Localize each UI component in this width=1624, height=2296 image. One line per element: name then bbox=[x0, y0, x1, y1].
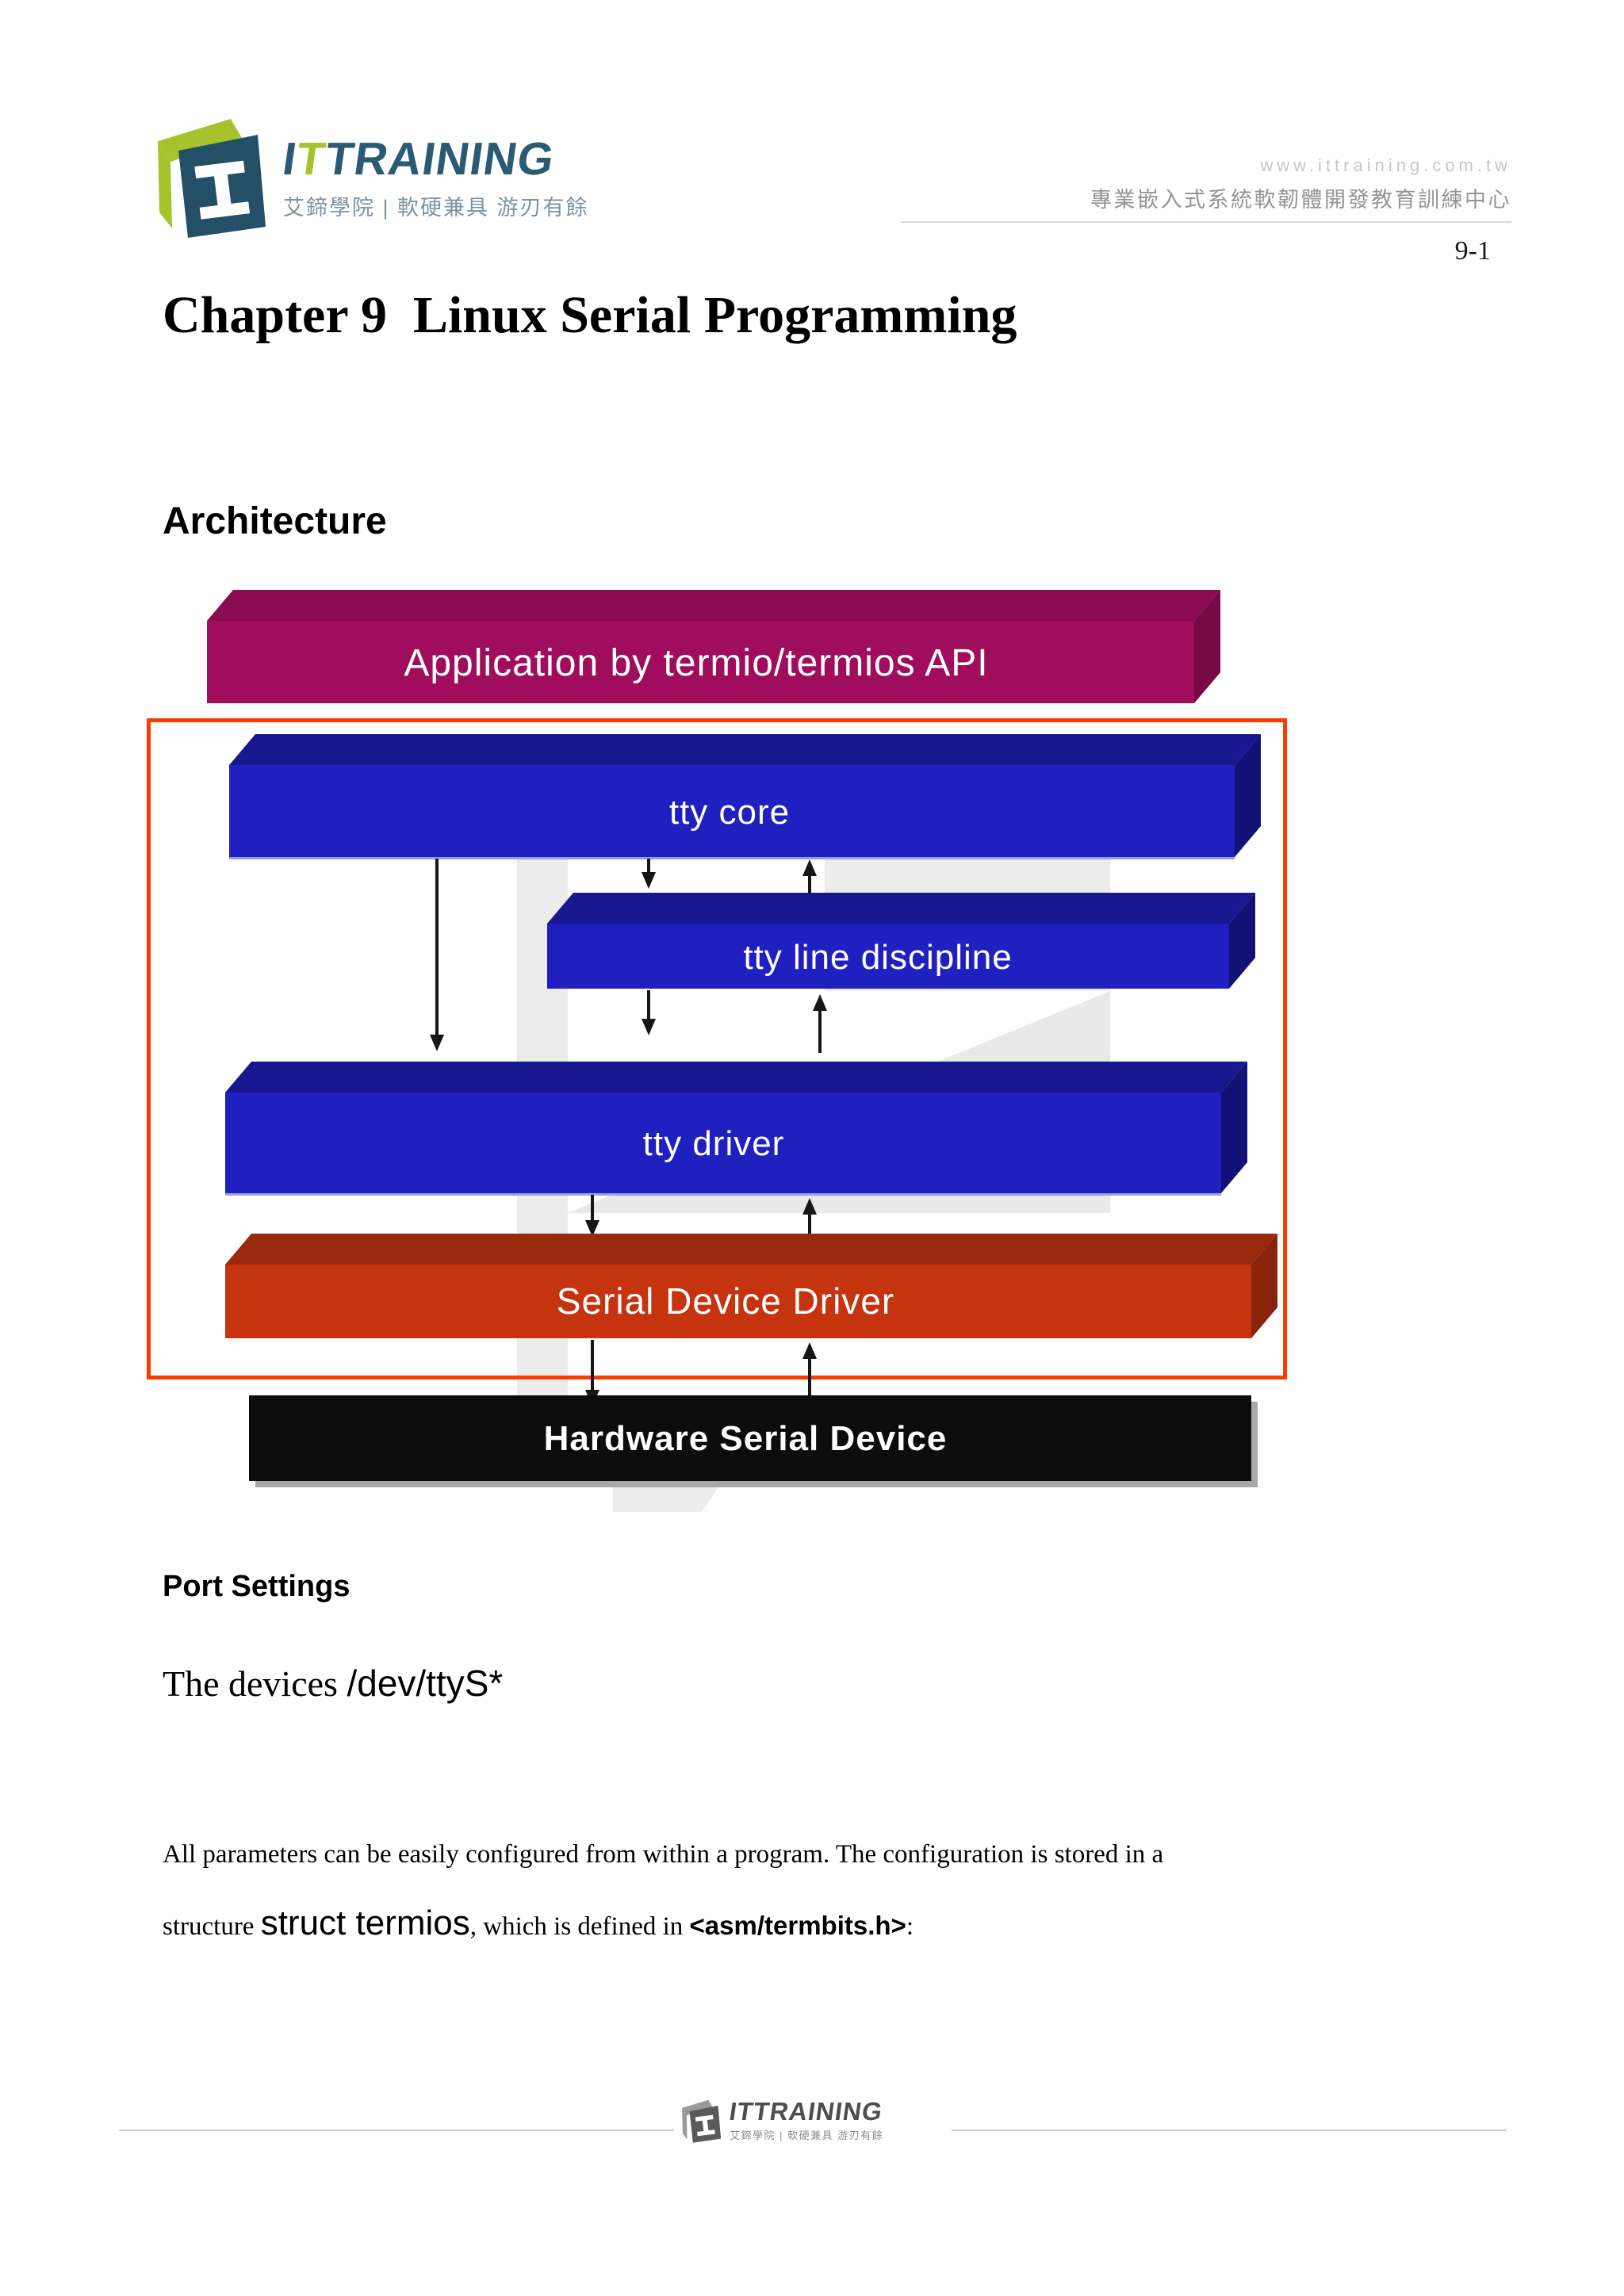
brand-text: ITTRAINING 艾鍗學院 | 軟硬兼具 游刃有餘 bbox=[280, 133, 592, 221]
struct-termios-code: struct termios bbox=[260, 1904, 470, 1942]
footer-divider-left bbox=[119, 2130, 674, 2131]
chapter-title: Chapter 9 Linux Serial Programming bbox=[163, 286, 1017, 344]
page-number: 9-1 bbox=[1454, 236, 1491, 266]
architecture-heading: Architecture bbox=[163, 500, 387, 542]
box-tty-line-discipline: tty line discipline bbox=[547, 893, 1255, 989]
website-url: www.ittraining.com.tw bbox=[1260, 155, 1511, 175]
footer-brand: ITTRAINING bbox=[727, 2097, 885, 2126]
brand-letters-rest: TRAINING bbox=[322, 133, 558, 185]
devices-line: The devices /dev/ttyS* bbox=[163, 1662, 503, 1705]
architecture-diagram: Application by termio/termios API tty co… bbox=[147, 590, 1287, 1512]
box-application-api: Application by termio/termios API bbox=[207, 590, 1220, 703]
paragraph-line2-mid: , which is defined in bbox=[469, 1912, 690, 1941]
footer-logo: ITTRAINING 艾鍗學院 | 軟硬兼具 游刃有餘 bbox=[680, 2097, 885, 2145]
footer-divider-right bbox=[952, 2130, 1507, 2131]
arrows-linedisc-driver bbox=[430, 859, 827, 1053]
box-serial-device-driver: Serial Device Driver bbox=[225, 1234, 1277, 1338]
brand-logo: ITTRAINING 艾鍗學院 | 軟硬兼具 游刃有餘 bbox=[153, 116, 589, 238]
kernel-boundary-border bbox=[147, 718, 1287, 1380]
paragraph-line2-prefix: structure bbox=[163, 1912, 261, 1941]
termbits-header-code: <asm/termbits.h> bbox=[689, 1911, 906, 1940]
paragraph-line2: structure struct termios, which is defin… bbox=[163, 1904, 1511, 1943]
box-hardware-serial-device: Hardware Serial Device bbox=[249, 1395, 1258, 1487]
footer-text: ITTRAINING 艾鍗學院 | 軟硬兼具 游刃有餘 bbox=[727, 2097, 885, 2142]
ittraining-logo-icon bbox=[158, 119, 266, 238]
box-tty-core: tty core bbox=[229, 734, 1261, 859]
paragraph-line2-end: : bbox=[906, 1912, 914, 1941]
box-serial-device-driver-label: Serial Device Driver bbox=[557, 1280, 894, 1322]
header-subtitle: 專業嵌入式系統軟韌體開發教育訓練中心 bbox=[1090, 188, 1511, 212]
box-tty-line-discipline-label: tty line discipline bbox=[743, 938, 1012, 977]
box-tty-driver-label: tty driver bbox=[643, 1124, 785, 1163]
footer-ittraining-logo-icon bbox=[682, 2099, 722, 2143]
brand-tagline: 艾鍗學院 | 軟硬兼具 游刃有餘 bbox=[283, 196, 589, 220]
paragraph-line1: All parameters can be easily configured … bbox=[163, 1840, 1164, 1869]
devices-prefix: The devices bbox=[163, 1663, 347, 1704]
box-application-api-label: Application by termio/termios API bbox=[404, 642, 988, 684]
devices-path: /dev/ttyS* bbox=[347, 1663, 504, 1704]
header-right: www.ittraining.com.tw 專業嵌入式系統軟韌體開發教育訓練中心 bbox=[861, 155, 1511, 223]
box-tty-driver: tty driver bbox=[225, 1062, 1247, 1196]
brand-wordmark: ITTRAINING bbox=[280, 133, 592, 185]
footer-tagline: 艾鍗學院 | 軟硬兼具 游刃有餘 bbox=[730, 2130, 884, 2141]
header-divider bbox=[901, 221, 1511, 223]
box-hardware-serial-device-label: Hardware Serial Device bbox=[544, 1419, 948, 1458]
box-tty-core-label: tty core bbox=[669, 793, 790, 832]
port-settings-heading: Port Settings bbox=[163, 1570, 350, 1603]
